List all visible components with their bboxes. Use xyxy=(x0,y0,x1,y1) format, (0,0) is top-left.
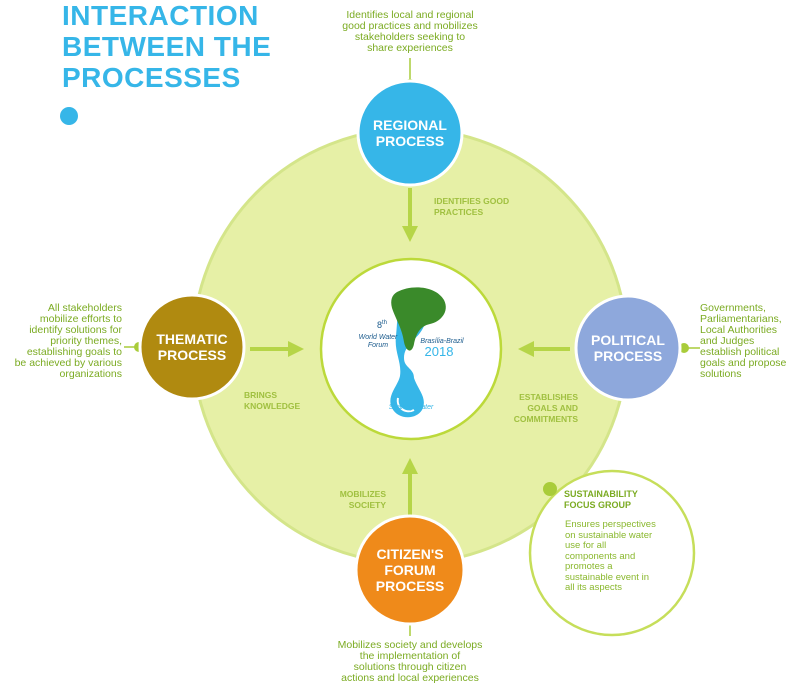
regional-flow-line: PRACTICES xyxy=(434,207,484,217)
citizens-label-line1: CITIZEN'S xyxy=(376,546,444,562)
thematic-flow-label: BRINGS KNOWLEDGE xyxy=(244,390,324,412)
citizens-description: Mobilizes society and develops the imple… xyxy=(310,640,510,684)
thematic-desc-line: All stakeholders xyxy=(47,302,122,314)
drop-highlight-icon xyxy=(396,397,415,413)
regional-description: Identifies local and regional good pract… xyxy=(310,10,510,54)
logo-location: Brasília-Brazil xyxy=(420,338,464,345)
citizens-flow-line: MOBILIZES xyxy=(339,489,386,499)
regional-label-line1: REGIONAL xyxy=(373,117,447,133)
regional-flow-line: IDENTIFIES GOOD xyxy=(434,196,510,206)
sustainability-title-line: SUSTAINABILITY xyxy=(564,489,638,499)
logo-ordinal-suffix: th xyxy=(382,320,388,326)
political-desc-line: establish political xyxy=(700,346,780,358)
regional-flow-label: IDENTIFIES GOOD PRACTICES xyxy=(434,196,544,218)
thematic-flow-line: KNOWLEDGE xyxy=(244,401,301,411)
thematic-desc-line: organizations xyxy=(59,368,122,380)
thematic-desc-line: be achieved by various xyxy=(14,357,122,369)
political-flow-label: ESTABLISHES GOALS AND COMMITMENTS xyxy=(496,392,578,425)
title-line-2: BETWEEN THE xyxy=(62,31,272,62)
thematic-desc-line: identify solutions for xyxy=(29,324,122,336)
thematic-label-line2: PROCESS xyxy=(157,347,227,363)
sustainability-desc-line: Ensures perspectives xyxy=(565,519,656,530)
citizens-process-circle[interactable] xyxy=(354,514,466,626)
sustainability-desc-line: components and xyxy=(565,550,636,562)
sustainability-desc-line: on sustainable water xyxy=(565,529,653,541)
regional-process-circle[interactable] xyxy=(356,79,464,187)
logo-forum-line1: World Water xyxy=(358,334,398,341)
citizens-desc-line: solutions through citizen xyxy=(353,661,467,673)
logo-year: 2018 xyxy=(424,344,454,359)
political-label-line2: PROCESS xyxy=(593,348,663,364)
thematic-process-circle[interactable] xyxy=(138,293,246,401)
citizens-label-line2: FORUM xyxy=(384,562,436,578)
political-desc-line: and Judges xyxy=(700,335,755,347)
political-flow-line: ESTABLISHES xyxy=(519,392,578,402)
political-desc-line: Parliamentarians, xyxy=(700,313,782,325)
political-leader-dot xyxy=(679,343,689,353)
thematic-flow-line: BRINGS xyxy=(244,390,278,400)
logo-forum-line2: Forum xyxy=(367,342,389,349)
political-description: Governments, Parliamentarians, Local Aut… xyxy=(700,303,798,380)
sustainability-title-line: FOCUS GROUP xyxy=(564,500,632,510)
sustainability-desc-line: sustainable event in xyxy=(565,571,649,583)
regional-desc-line: good practices and mobilizes xyxy=(342,20,478,32)
regional-desc-line: stakeholders seeking to xyxy=(354,31,466,43)
regional-desc-line: share experiences xyxy=(367,42,453,54)
regional-desc-line: Identifies local and regional xyxy=(346,9,474,21)
thematic-description: All stakeholders mobilize efforts to ide… xyxy=(0,303,122,380)
logo-forum-name: World Water Forum xyxy=(350,334,406,350)
political-label-line1: POLITICAL xyxy=(591,332,665,348)
sustainability-desc-line: use for all xyxy=(565,540,607,551)
citizens-label-line3: PROCESS xyxy=(375,578,445,594)
sustainability-circle[interactable] xyxy=(528,469,696,637)
page-title: INTERACTION BETWEEN THE PROCESSES xyxy=(62,0,271,93)
political-process-circle[interactable] xyxy=(574,294,682,402)
logo-ordinal-number: 8 xyxy=(376,320,382,330)
political-desc-line: goals and propose xyxy=(700,357,787,369)
sustainability-description: Ensures perspectives on sustainable wate… xyxy=(565,519,677,594)
regional-process-label: REGIONAL PROCESS xyxy=(358,81,462,185)
sustainability-desc-line: all its aspects xyxy=(565,582,623,593)
political-process-label: POLITICAL PROCESS xyxy=(576,296,680,400)
citizens-desc-line: Mobilizes society and develops xyxy=(337,639,483,651)
title-line-3: PROCESSES xyxy=(62,62,241,93)
citizens-process-label: CITIZEN'S FORUM PROCESS xyxy=(356,516,464,624)
political-flow-line: COMMITMENTS xyxy=(513,414,578,424)
thematic-desc-line: establishing goals to xyxy=(26,346,122,358)
thematic-label-line1: THEMATIC xyxy=(156,331,228,347)
thematic-desc-line: priority themes, xyxy=(50,335,122,347)
sustainability-title: SUSTAINABILITY FOCUS GROUP xyxy=(564,489,674,511)
continent-icon xyxy=(391,287,446,351)
sustainability-dot xyxy=(543,482,557,496)
citizens-flow-label: MOBILIZES SOCIETY xyxy=(316,489,386,511)
title-bullet-dot xyxy=(60,107,78,125)
political-desc-line: Governments, xyxy=(700,302,766,314)
political-flow-line: GOALS AND xyxy=(527,403,578,413)
title-line-1: INTERACTION xyxy=(62,0,259,31)
political-desc-line: solutions xyxy=(700,368,742,380)
thematic-desc-line: mobilize efforts to xyxy=(39,313,122,325)
logo-tagline: Sharing Water xyxy=(388,404,434,411)
thematic-process-label: THEMATIC PROCESS xyxy=(140,295,244,399)
regional-label-line2: PROCESS xyxy=(375,133,445,149)
logo-ordinal: 8th xyxy=(372,320,392,330)
political-desc-line: Local Authorities xyxy=(700,324,778,336)
citizens-flow-line: SOCIETY xyxy=(348,500,386,510)
citizens-desc-line: actions and local experiences xyxy=(341,672,479,684)
sustainability-desc-line: promotes a xyxy=(565,561,613,572)
citizens-desc-line: the implementation of xyxy=(359,650,461,662)
